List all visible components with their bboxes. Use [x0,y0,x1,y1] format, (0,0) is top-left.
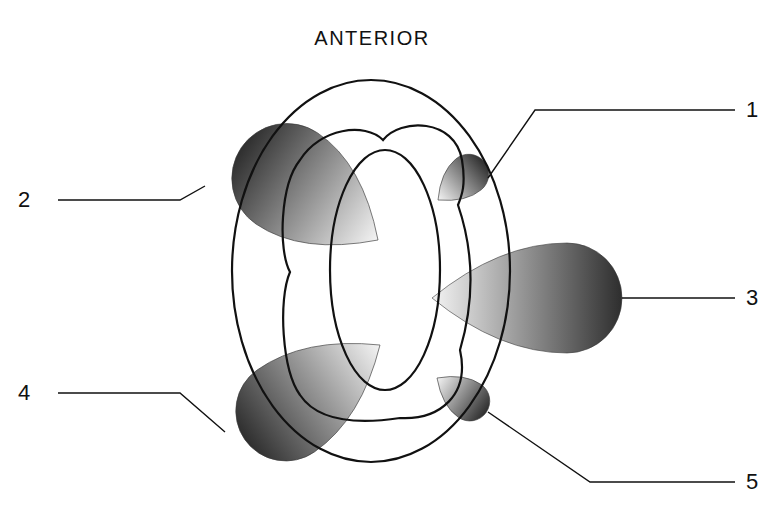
callout-number: 3 [746,287,758,309]
callout-number: 4 [18,382,30,404]
leader-line [488,110,735,178]
callout-number: 5 [746,471,758,493]
leaflet-lobe [216,304,409,481]
lobed-ring [283,125,471,420]
leader-line [58,393,225,432]
leader-line [622,297,735,298]
outer-ring [232,80,510,462]
leader-line [58,186,205,200]
leaflet-lobe [432,243,622,353]
inner-ring [330,150,440,390]
callout-number: 1 [746,99,758,121]
callout-number: 2 [18,189,30,211]
leader-line [488,412,735,482]
leaflet-lobe [210,102,408,285]
orientation-label: ANTERIOR [314,28,429,48]
